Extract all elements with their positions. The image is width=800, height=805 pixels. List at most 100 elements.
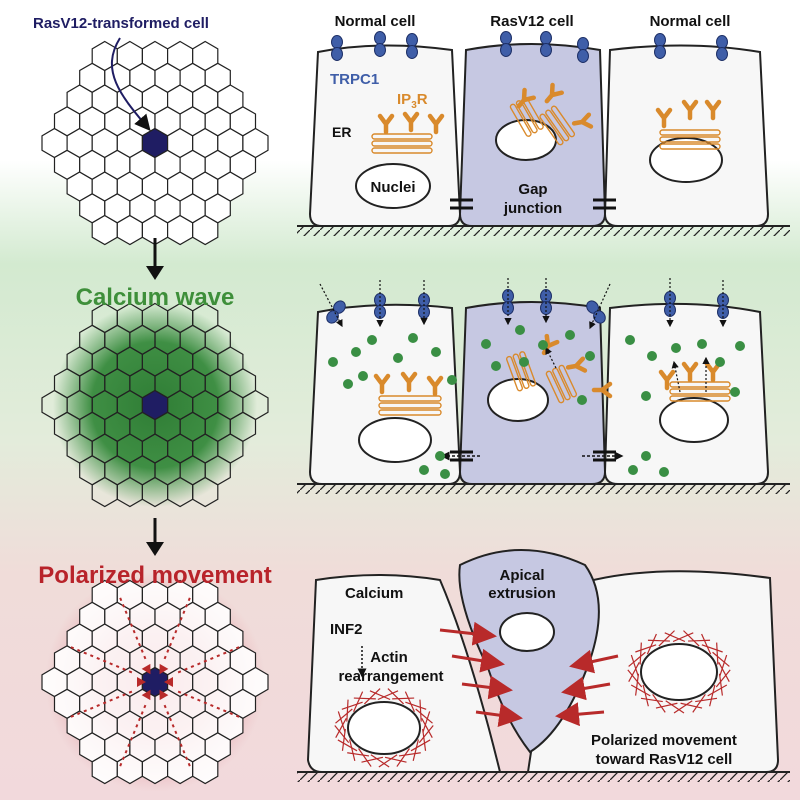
calcium-ion	[730, 387, 740, 397]
trpc1-label: TRPC1	[330, 71, 379, 88]
actin-filament	[642, 684, 649, 707]
header-normal-left: Normal cell	[335, 13, 416, 30]
actin-mesh	[627, 630, 731, 714]
trpc1-channel	[716, 35, 728, 61]
normal-hex-cell	[242, 389, 269, 421]
er-membrane	[371, 133, 433, 154]
actin-filament	[715, 669, 731, 688]
er-stack	[378, 409, 442, 416]
actin-mesh	[334, 688, 434, 768]
channel-subunit	[374, 43, 386, 57]
calcium-ion	[647, 351, 657, 361]
polarity-arrowhead	[159, 663, 169, 675]
actin-filament	[635, 644, 657, 653]
actin-filament	[422, 728, 427, 751]
calcium-ion	[328, 357, 338, 367]
actin-filament	[347, 752, 370, 757]
er-stack	[505, 355, 523, 392]
trpc1-channel	[577, 37, 589, 63]
actin-filament	[412, 739, 419, 762]
actin-filament	[392, 697, 415, 700]
push-arrow	[451, 648, 505, 673]
push-arrow	[555, 702, 605, 727]
er-membrane	[378, 395, 442, 416]
nucleus	[495, 119, 557, 161]
actin-filament	[398, 752, 421, 757]
ip3r-receptor	[426, 375, 444, 397]
er-label: ER	[332, 124, 351, 140]
nuclei-label: Nuclei	[370, 179, 415, 196]
actin-filament	[404, 691, 415, 712]
channel-subunit	[540, 43, 552, 57]
calcium-ion	[735, 341, 745, 351]
receptor-shape	[373, 373, 391, 395]
actin-filament	[346, 699, 349, 722]
er-stack	[552, 367, 571, 401]
calcium-ion	[431, 347, 441, 357]
actin-filament	[707, 684, 728, 697]
hex-tissue-top	[41, 40, 269, 246]
cells-panel-top	[297, 31, 790, 236]
apical-label: Apical	[499, 567, 544, 584]
actin-filament	[635, 673, 640, 696]
calcium-ion	[440, 469, 450, 479]
hex-tissue-bottom	[41, 572, 269, 792]
actin-filament	[349, 739, 356, 762]
trpc1-channel	[500, 31, 512, 57]
receptor-shape	[681, 99, 699, 121]
er-stack	[515, 100, 538, 134]
ip3r-receptor	[681, 361, 699, 383]
channel-subunit	[540, 31, 552, 45]
ip3r-receptor	[516, 87, 536, 109]
actin-filament	[370, 754, 390, 768]
er-stack	[371, 140, 433, 147]
substrate-middle	[297, 484, 790, 494]
trpc1-channel	[326, 300, 346, 324]
ip3r-receptor	[681, 99, 699, 121]
calcium-ions	[328, 325, 745, 479]
actin-filament	[410, 739, 431, 752]
ip3r-receptor	[427, 113, 445, 135]
calcium-ion	[393, 353, 403, 363]
nucleus	[355, 163, 431, 209]
channel-subunit	[577, 49, 589, 63]
actin-filament	[341, 701, 363, 710]
hex-tissue-middle	[41, 302, 269, 508]
actin-filament	[658, 630, 675, 647]
header-normal-right: Normal cell	[650, 13, 731, 30]
actin-filament	[630, 654, 639, 677]
actin-filament	[647, 639, 670, 642]
actin-filament	[405, 701, 427, 710]
er-stack	[371, 133, 433, 140]
influx-arrow	[671, 360, 681, 393]
push-arrow	[569, 649, 619, 674]
channel-subunit	[654, 33, 666, 47]
actin-filament	[334, 725, 350, 743]
er-stack	[539, 113, 564, 146]
actin-filament	[377, 690, 399, 701]
calcium-wave-title: Calcium wave	[76, 284, 235, 311]
calcium-ion	[659, 467, 669, 477]
actin-filament	[695, 697, 718, 703]
channel-subunit	[716, 47, 728, 61]
receptor-shape	[427, 113, 445, 135]
actin-filament	[369, 690, 391, 701]
er-stack	[669, 388, 731, 395]
calcium-ion	[585, 351, 595, 361]
er-stack	[512, 353, 530, 390]
polarity-arrowhead	[141, 663, 151, 675]
nucleus	[640, 643, 718, 701]
actin-filament	[396, 748, 410, 767]
pointer-arrow	[110, 37, 151, 132]
actin-filament	[341, 728, 346, 751]
actin-filament	[387, 688, 405, 705]
actin-label: Actin	[370, 649, 408, 666]
polarized-movement-title: Polarized movement	[38, 562, 271, 589]
er-stack	[545, 109, 570, 142]
ip3r-receptor	[565, 356, 588, 373]
polarity-arrowhead	[137, 677, 146, 687]
er-membrane	[659, 129, 721, 150]
actin-filament	[680, 702, 703, 709]
nucleus	[487, 378, 549, 422]
